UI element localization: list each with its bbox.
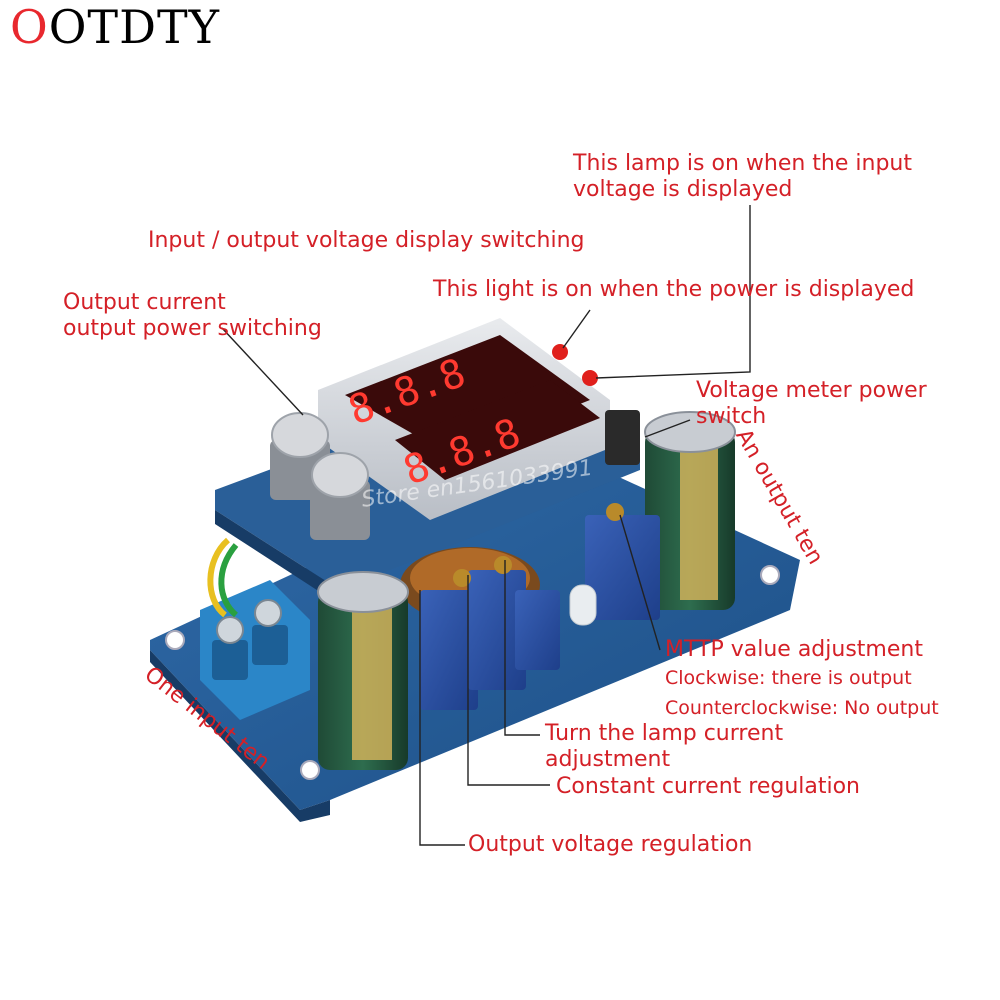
brand-logo-text: OTDTY [48,0,221,54]
lamp-current-label-line2: adjustment [545,747,671,772]
power-led [582,370,598,386]
lamp-potentiometer [515,590,560,670]
meter-switch-label-line1: Voltage meter power [696,378,927,403]
meter-power-switch [605,410,640,465]
input-lamp-label-line2: voltage is displayed [573,177,793,202]
current-switch-label-line2: output power switching [63,316,322,341]
mttp-label: MTTP value adjustment [665,637,923,662]
output-voltage-label: Output voltage regulation [468,832,753,857]
mttp-potentiometer [585,515,660,620]
input-lamp-label: This lamp is on when the input voltage i… [573,151,912,203]
current-switch-label: Output current output power switching [63,290,322,342]
lamp-current-label-line1: Turn the lamp current [545,721,784,746]
input-voltage-led [552,344,568,360]
brand-logo: OOTDTY [10,4,220,50]
input-lamp-label-line1: This lamp is on when the input [573,151,912,176]
constant-current-label: Constant current regulation [556,774,860,799]
current-switch-label-line1: Output current [63,290,226,315]
display-switch-button [271,412,329,458]
voltage-potentiometer [420,590,478,710]
meter-switch-label: Voltage meter power switch [696,378,927,430]
clockwise-label: Clockwise: there is output [665,667,912,689]
power-light-label: This light is on when the power is displ… [433,277,915,302]
meter-switch-label-line2: switch [696,404,767,429]
current-power-switch-button [311,452,369,498]
lamp-current-label: Turn the lamp current adjustment [545,721,783,773]
current-potentiometer [468,570,526,690]
display-switching-label: Input / output voltage display switching [148,228,585,253]
brand-logo-accent: O [10,0,49,54]
counterclockwise-label: Counterclockwise: No output [665,697,939,719]
